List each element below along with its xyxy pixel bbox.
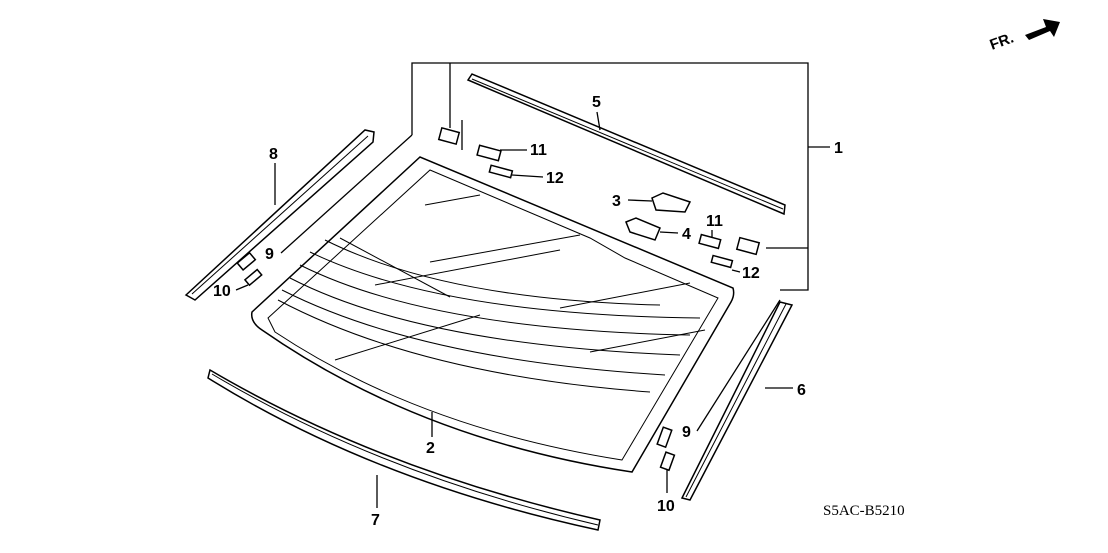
diagram-code: S5AC-B5210	[823, 503, 905, 519]
left-side-molding	[184, 129, 375, 301]
callout-8: 8	[269, 146, 278, 163]
callout-9-right: 9	[682, 424, 691, 441]
leader-lines	[235, 111, 793, 508]
callout-7: 7	[371, 512, 380, 529]
callout-12-right: 12	[742, 265, 760, 282]
callouts: 1 2 3 4 5 6 7 8 9 9 10 10 11 11 12 12	[213, 94, 843, 529]
callout-11-top: 11	[530, 142, 547, 159]
right-side-molding	[680, 301, 794, 501]
callout-10-left: 10	[213, 283, 231, 300]
callout-6: 6	[797, 382, 806, 399]
lower-molding	[207, 368, 601, 531]
assembly-bracket	[411, 62, 830, 291]
front-label: FR.	[988, 30, 1017, 54]
callout-5: 5	[592, 94, 601, 111]
rear-windshield-glass	[250, 156, 735, 473]
callout-11-right: 11	[706, 213, 723, 230]
front-arrow-icon	[1025, 19, 1060, 40]
callout-2: 2	[426, 440, 435, 457]
front-direction-indicator: FR.	[988, 19, 1060, 54]
callout-3: 3	[612, 193, 621, 210]
callout-12-top: 12	[546, 170, 564, 187]
upper-molding	[466, 73, 786, 216]
callout-9-left: 9	[265, 246, 274, 263]
callout-1: 1	[834, 140, 843, 157]
callout-4: 4	[682, 226, 691, 243]
callout-10-right: 10	[657, 498, 675, 515]
fasteners	[236, 126, 761, 472]
